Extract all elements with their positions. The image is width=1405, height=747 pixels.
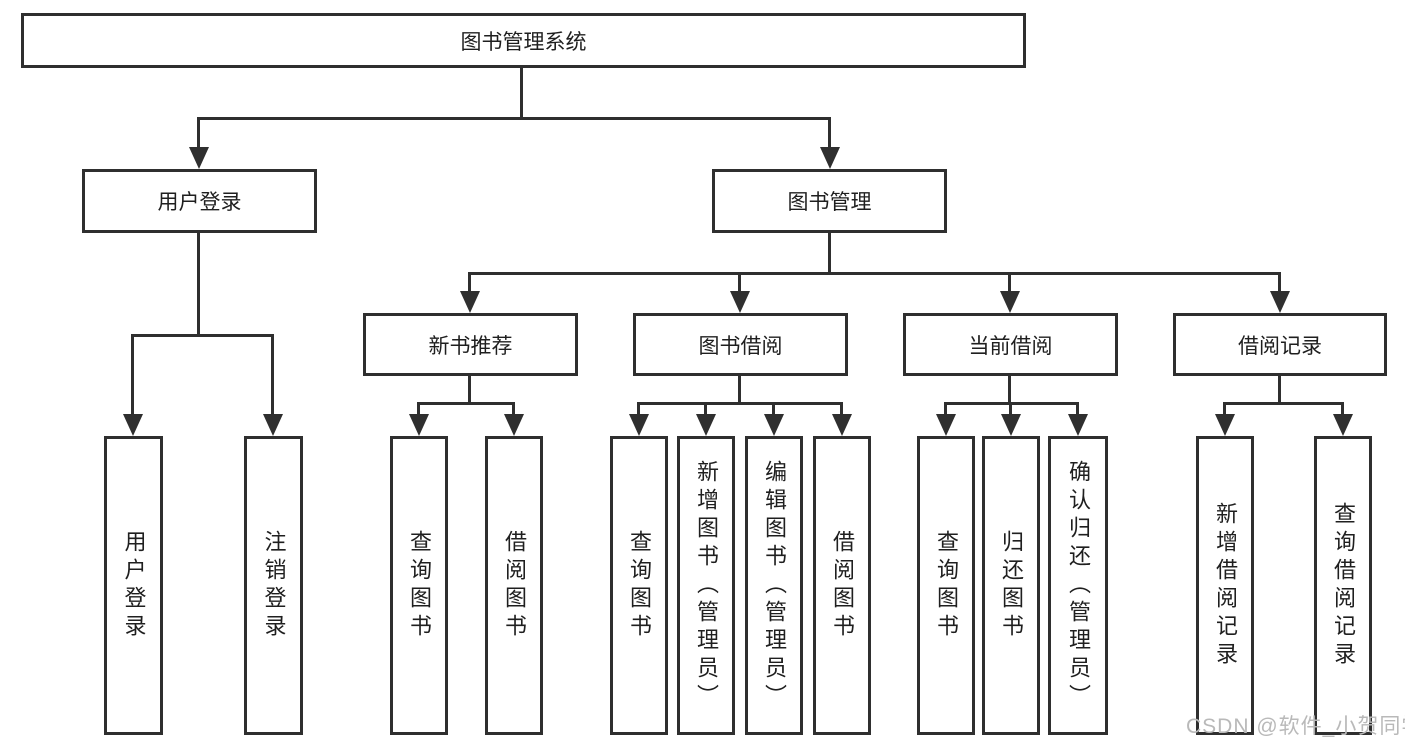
connector-vline	[468, 376, 471, 404]
connector-vline	[840, 403, 843, 418]
connector-arrowhead	[696, 414, 716, 436]
leaf-confirm-return-admin: 确认归还（管理员）	[1048, 436, 1108, 735]
watermark: CSDN @软件_小贺同学	[1186, 715, 1405, 738]
leaf-return-book: 归还图书	[982, 436, 1040, 735]
connector-arrowhead	[1001, 414, 1021, 436]
leaf-query-books-current: 查询图书	[917, 436, 975, 735]
connector-vline	[704, 403, 707, 418]
connector-vline	[1341, 403, 1344, 418]
connector-hline	[197, 117, 831, 120]
connector-arrowhead	[820, 147, 840, 169]
leaf-add-borrow-record: 新增借阅记录	[1196, 436, 1254, 735]
connector-arrowhead	[123, 414, 143, 436]
leaf-user-login: 用户登录	[104, 436, 163, 735]
node-library-management-system: 图书管理系统	[21, 13, 1026, 68]
node-borrow-records: 借阅记录	[1173, 313, 1387, 376]
connector-vline	[468, 273, 471, 297]
node-new-book-recommend: 新书推荐	[363, 313, 578, 376]
connector-vline	[1278, 273, 1281, 297]
connector-vline	[1008, 273, 1011, 297]
leaf-edit-book-admin: 编辑图书（管理员）	[745, 436, 803, 735]
leaf-logout: 注销登录	[244, 436, 303, 735]
connector-arrowhead	[409, 414, 429, 436]
connector-vline	[271, 335, 274, 420]
connector-vline	[828, 233, 831, 274]
connector-vline	[197, 233, 200, 336]
connector-arrowhead	[1068, 414, 1088, 436]
node-book-borrow: 图书借阅	[633, 313, 848, 376]
connector-arrowhead	[1000, 291, 1020, 313]
connector-vline	[417, 403, 420, 418]
connector-vline	[131, 335, 134, 420]
node-current-borrow: 当前借阅	[903, 313, 1118, 376]
connector-arrowhead	[832, 414, 852, 436]
connector-vline	[1076, 403, 1079, 418]
connector-vline	[772, 403, 775, 418]
leaf-query-books-borrow: 查询图书	[610, 436, 668, 735]
connector-vline	[637, 403, 640, 418]
connector-arrowhead	[189, 147, 209, 169]
leaf-borrow-books-borrow: 借阅图书	[813, 436, 871, 735]
connector-arrowhead	[460, 291, 480, 313]
leaf-query-borrow-record: 查询借阅记录	[1314, 436, 1372, 735]
connector-arrowhead	[1215, 414, 1235, 436]
connector-vline	[738, 273, 741, 297]
connector-hline	[468, 272, 1281, 275]
connector-hline	[637, 402, 843, 405]
connector-vline	[828, 118, 831, 152]
connector-arrowhead	[1333, 414, 1353, 436]
leaf-add-book-admin: 新增图书（管理员）	[677, 436, 735, 735]
connector-vline	[1278, 376, 1281, 404]
connector-arrowhead	[764, 414, 784, 436]
node-book-management: 图书管理	[712, 169, 947, 233]
connector-arrowhead	[263, 414, 283, 436]
connector-vline	[197, 118, 200, 152]
leaf-borrow-books-recommend: 借阅图书	[485, 436, 543, 735]
connector-hline	[131, 334, 274, 337]
connector-vline	[944, 403, 947, 418]
connector-hline	[1223, 402, 1344, 405]
connector-hline	[417, 402, 515, 405]
connector-vline	[738, 376, 741, 404]
node-user-login: 用户登录	[82, 169, 317, 233]
connector-vline	[512, 403, 515, 418]
leaf-query-books-recommend: 查询图书	[390, 436, 448, 735]
connector-vline	[1009, 403, 1012, 418]
connector-arrowhead	[936, 414, 956, 436]
connector-arrowhead	[1270, 291, 1290, 313]
connector-arrowhead	[629, 414, 649, 436]
connector-vline	[1223, 403, 1226, 418]
connector-vline	[520, 68, 523, 118]
connector-vline	[1008, 376, 1011, 404]
connector-arrowhead	[730, 291, 750, 313]
connector-arrowhead	[504, 414, 524, 436]
